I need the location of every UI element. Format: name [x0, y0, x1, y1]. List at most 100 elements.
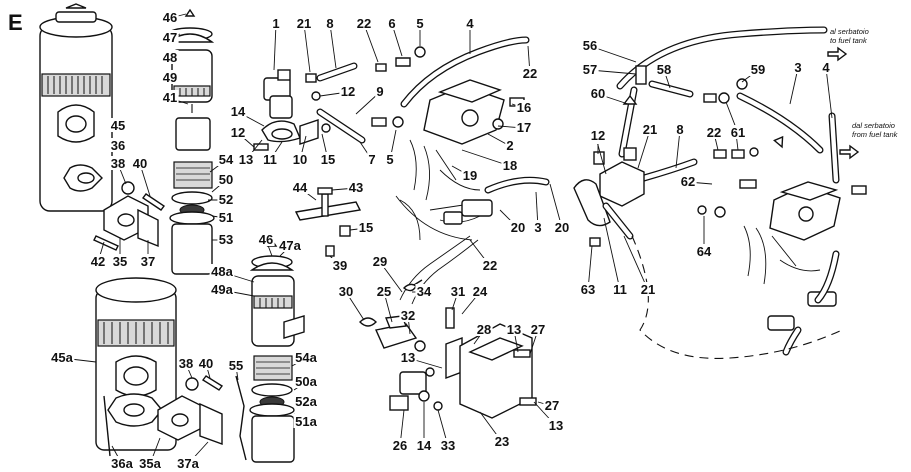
part-number-label: 56 [583, 38, 597, 53]
label-background [387, 16, 397, 30]
label-background [581, 62, 599, 76]
label-background [493, 434, 511, 448]
part-number-label: 37a [177, 456, 199, 471]
part-number-label: 13 [239, 152, 253, 167]
part-number-label: 49a [211, 282, 233, 297]
part-number-label: 22 [357, 16, 371, 31]
label-background [547, 418, 565, 432]
label-background [553, 220, 571, 234]
part-number-label: 46 [259, 232, 273, 247]
part-number-label: 13 [549, 418, 563, 433]
part-number-label: 1 [272, 16, 279, 31]
label-background [109, 138, 127, 152]
part-number-label: 45 [111, 118, 125, 133]
label-background [347, 180, 365, 194]
label-background [821, 60, 831, 74]
label-background [177, 356, 195, 370]
part-number-label: 21 [643, 122, 657, 137]
part-number-label: 13 [507, 322, 521, 337]
part-number-label: 47 [163, 30, 177, 45]
hose-8 [316, 62, 358, 82]
part-number-label: 33 [441, 438, 455, 453]
bracket-44 [294, 187, 362, 257]
label-background [337, 284, 355, 298]
label-background [461, 168, 479, 182]
leader-line [637, 129, 651, 169]
label-background [257, 232, 275, 246]
label-background [533, 220, 543, 234]
label-background [505, 138, 515, 152]
label-background [291, 152, 309, 166]
part-number-label: 51a [295, 414, 317, 429]
hose-60-right [618, 80, 694, 158]
note-to-tank-it: al serbatoio [830, 27, 869, 36]
label-background [161, 90, 179, 104]
part-number-label: 15 [359, 220, 373, 235]
label-background [217, 232, 235, 246]
label-background [515, 120, 533, 134]
part-number-label: 35 [113, 254, 127, 269]
part-number-label: 10 [293, 152, 307, 167]
part-number-label: 54a [295, 350, 317, 365]
note-from-tank-en: from fuel tank [852, 130, 899, 139]
part-number-label: 55 [229, 358, 243, 373]
label-background [695, 244, 713, 258]
label-background [399, 350, 417, 364]
part-number-label: 12 [341, 84, 355, 99]
part-number-label: 5 [416, 16, 423, 31]
clamp-11-right [573, 179, 611, 247]
part-number-label: 31 [451, 284, 465, 299]
label-background [449, 284, 467, 298]
label-background [331, 258, 349, 272]
part-number-label: 61 [731, 125, 745, 140]
label-background [465, 16, 475, 30]
label-background [529, 322, 547, 336]
label-background [749, 62, 767, 76]
label-background [227, 358, 245, 372]
hose-4-top [400, 36, 530, 108]
label-background [109, 156, 127, 170]
label-background [371, 254, 389, 268]
leader-line [825, 67, 833, 119]
label-background [229, 104, 247, 118]
part-number-label: 15 [321, 152, 335, 167]
label-background [277, 238, 303, 252]
right-fittings [593, 65, 759, 165]
part-number-label: 51 [219, 210, 233, 225]
leader-line [329, 23, 337, 69]
part-number-label: 2 [506, 138, 513, 153]
label-background [589, 86, 607, 100]
label-background [399, 308, 417, 322]
label-background [375, 84, 385, 98]
part-number-label: 63 [581, 282, 595, 297]
label-background [109, 118, 127, 132]
label-background [161, 70, 179, 84]
part-number-label: 14 [417, 438, 432, 453]
part-number-label: 14 [231, 104, 246, 119]
part-number-label: 18 [503, 158, 517, 173]
part-number-label: 59 [751, 62, 765, 77]
part-number-label: 64 [697, 244, 712, 259]
label-background [261, 152, 279, 166]
fuel-pump-2 [371, 79, 525, 145]
part-number-label: 48a [211, 264, 233, 279]
throttle-linkage [359, 279, 537, 419]
label-background [217, 152, 235, 166]
leader-line [363, 23, 379, 63]
label-background [291, 180, 309, 194]
label-background [375, 284, 393, 298]
label-background [197, 356, 215, 370]
air-filter-housing-top [39, 3, 118, 212]
part-number-label: 22 [523, 66, 537, 81]
part-number-label: 32 [401, 308, 415, 323]
part-number-label: 5 [386, 152, 393, 167]
label-background [391, 438, 409, 452]
fuel-return-dashed [631, 235, 843, 359]
part-number-label: 19 [463, 168, 477, 183]
part-number-label: 17 [517, 120, 531, 135]
label-background [439, 438, 457, 452]
label-background [131, 156, 149, 170]
part-number-label: 45a [51, 350, 73, 365]
label-background [543, 398, 561, 412]
